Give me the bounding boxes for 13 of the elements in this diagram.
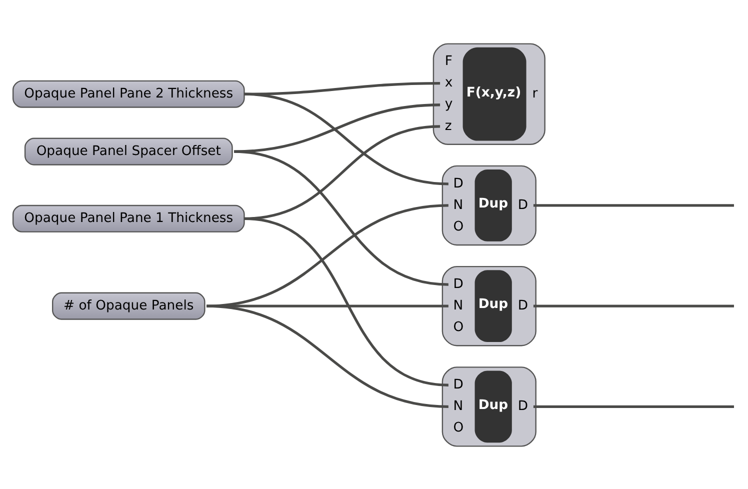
connector — [234, 150, 449, 286]
connector — [533, 404, 734, 408]
node-box: Opaque Panel Pane 1 Thickness — [12, 204, 245, 232]
node-box: Opaque Panel Pane 2 Thickness — [12, 80, 245, 108]
connector — [244, 216, 449, 386]
connector — [244, 82, 440, 95]
connector — [206, 304, 449, 408]
connector — [206, 204, 449, 307]
connector — [234, 103, 440, 152]
node-box: # of Opaque Panels — [52, 292, 206, 320]
connector — [533, 204, 734, 206]
connector — [533, 304, 734, 307]
node-box: Opaque Panel Spacer Offset — [24, 137, 233, 165]
